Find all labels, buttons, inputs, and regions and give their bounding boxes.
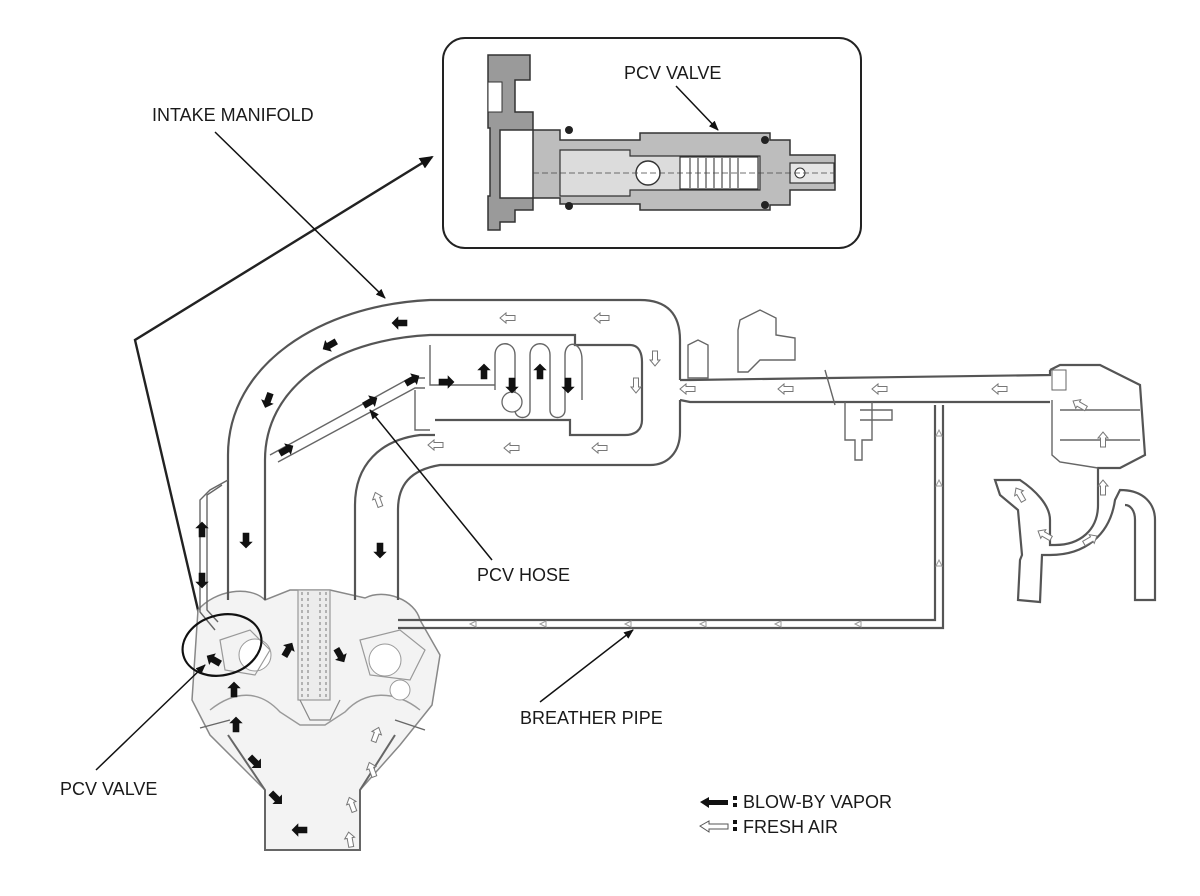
leader-breather-pipe — [539, 629, 634, 703]
leader-pcv-valve-engine — [95, 664, 206, 771]
legend-blow-by-vapor: BLOW-BY VAPOR — [743, 792, 892, 812]
leader-pcv-hose — [369, 409, 493, 561]
intake-manifold — [226, 298, 1157, 604]
label-pcv-valve-detail: PCV VALVE — [624, 63, 721, 83]
outline-arrow-icon — [699, 820, 737, 833]
filled-arrow-icon — [700, 796, 737, 808]
breather-pipe — [398, 405, 945, 630]
pcv-valve-highlight-circle — [181, 613, 263, 677]
detail-pointer-arrow — [133, 155, 434, 641]
pcv-valve-detail-inset — [442, 37, 862, 249]
leader-intake-manifold — [214, 131, 386, 299]
label-breather-pipe: BREATHER PIPE — [520, 708, 663, 728]
leader-pcv-valve-detail — [675, 85, 719, 131]
pcv-valve-tube — [199, 479, 229, 631]
label-pcv-valve-engine: PCV VALVE — [60, 779, 157, 799]
label-pcv-hose: PCV HOSE — [477, 565, 570, 585]
label-intake-manifold: INTAKE MANIFOLD — [152, 105, 314, 125]
fresh-air-arrows — [343, 312, 1109, 849]
legend-fresh-air: FRESH AIR — [743, 817, 838, 837]
legend: BLOW-BY VAPOR FRESH AIR — [699, 792, 892, 837]
